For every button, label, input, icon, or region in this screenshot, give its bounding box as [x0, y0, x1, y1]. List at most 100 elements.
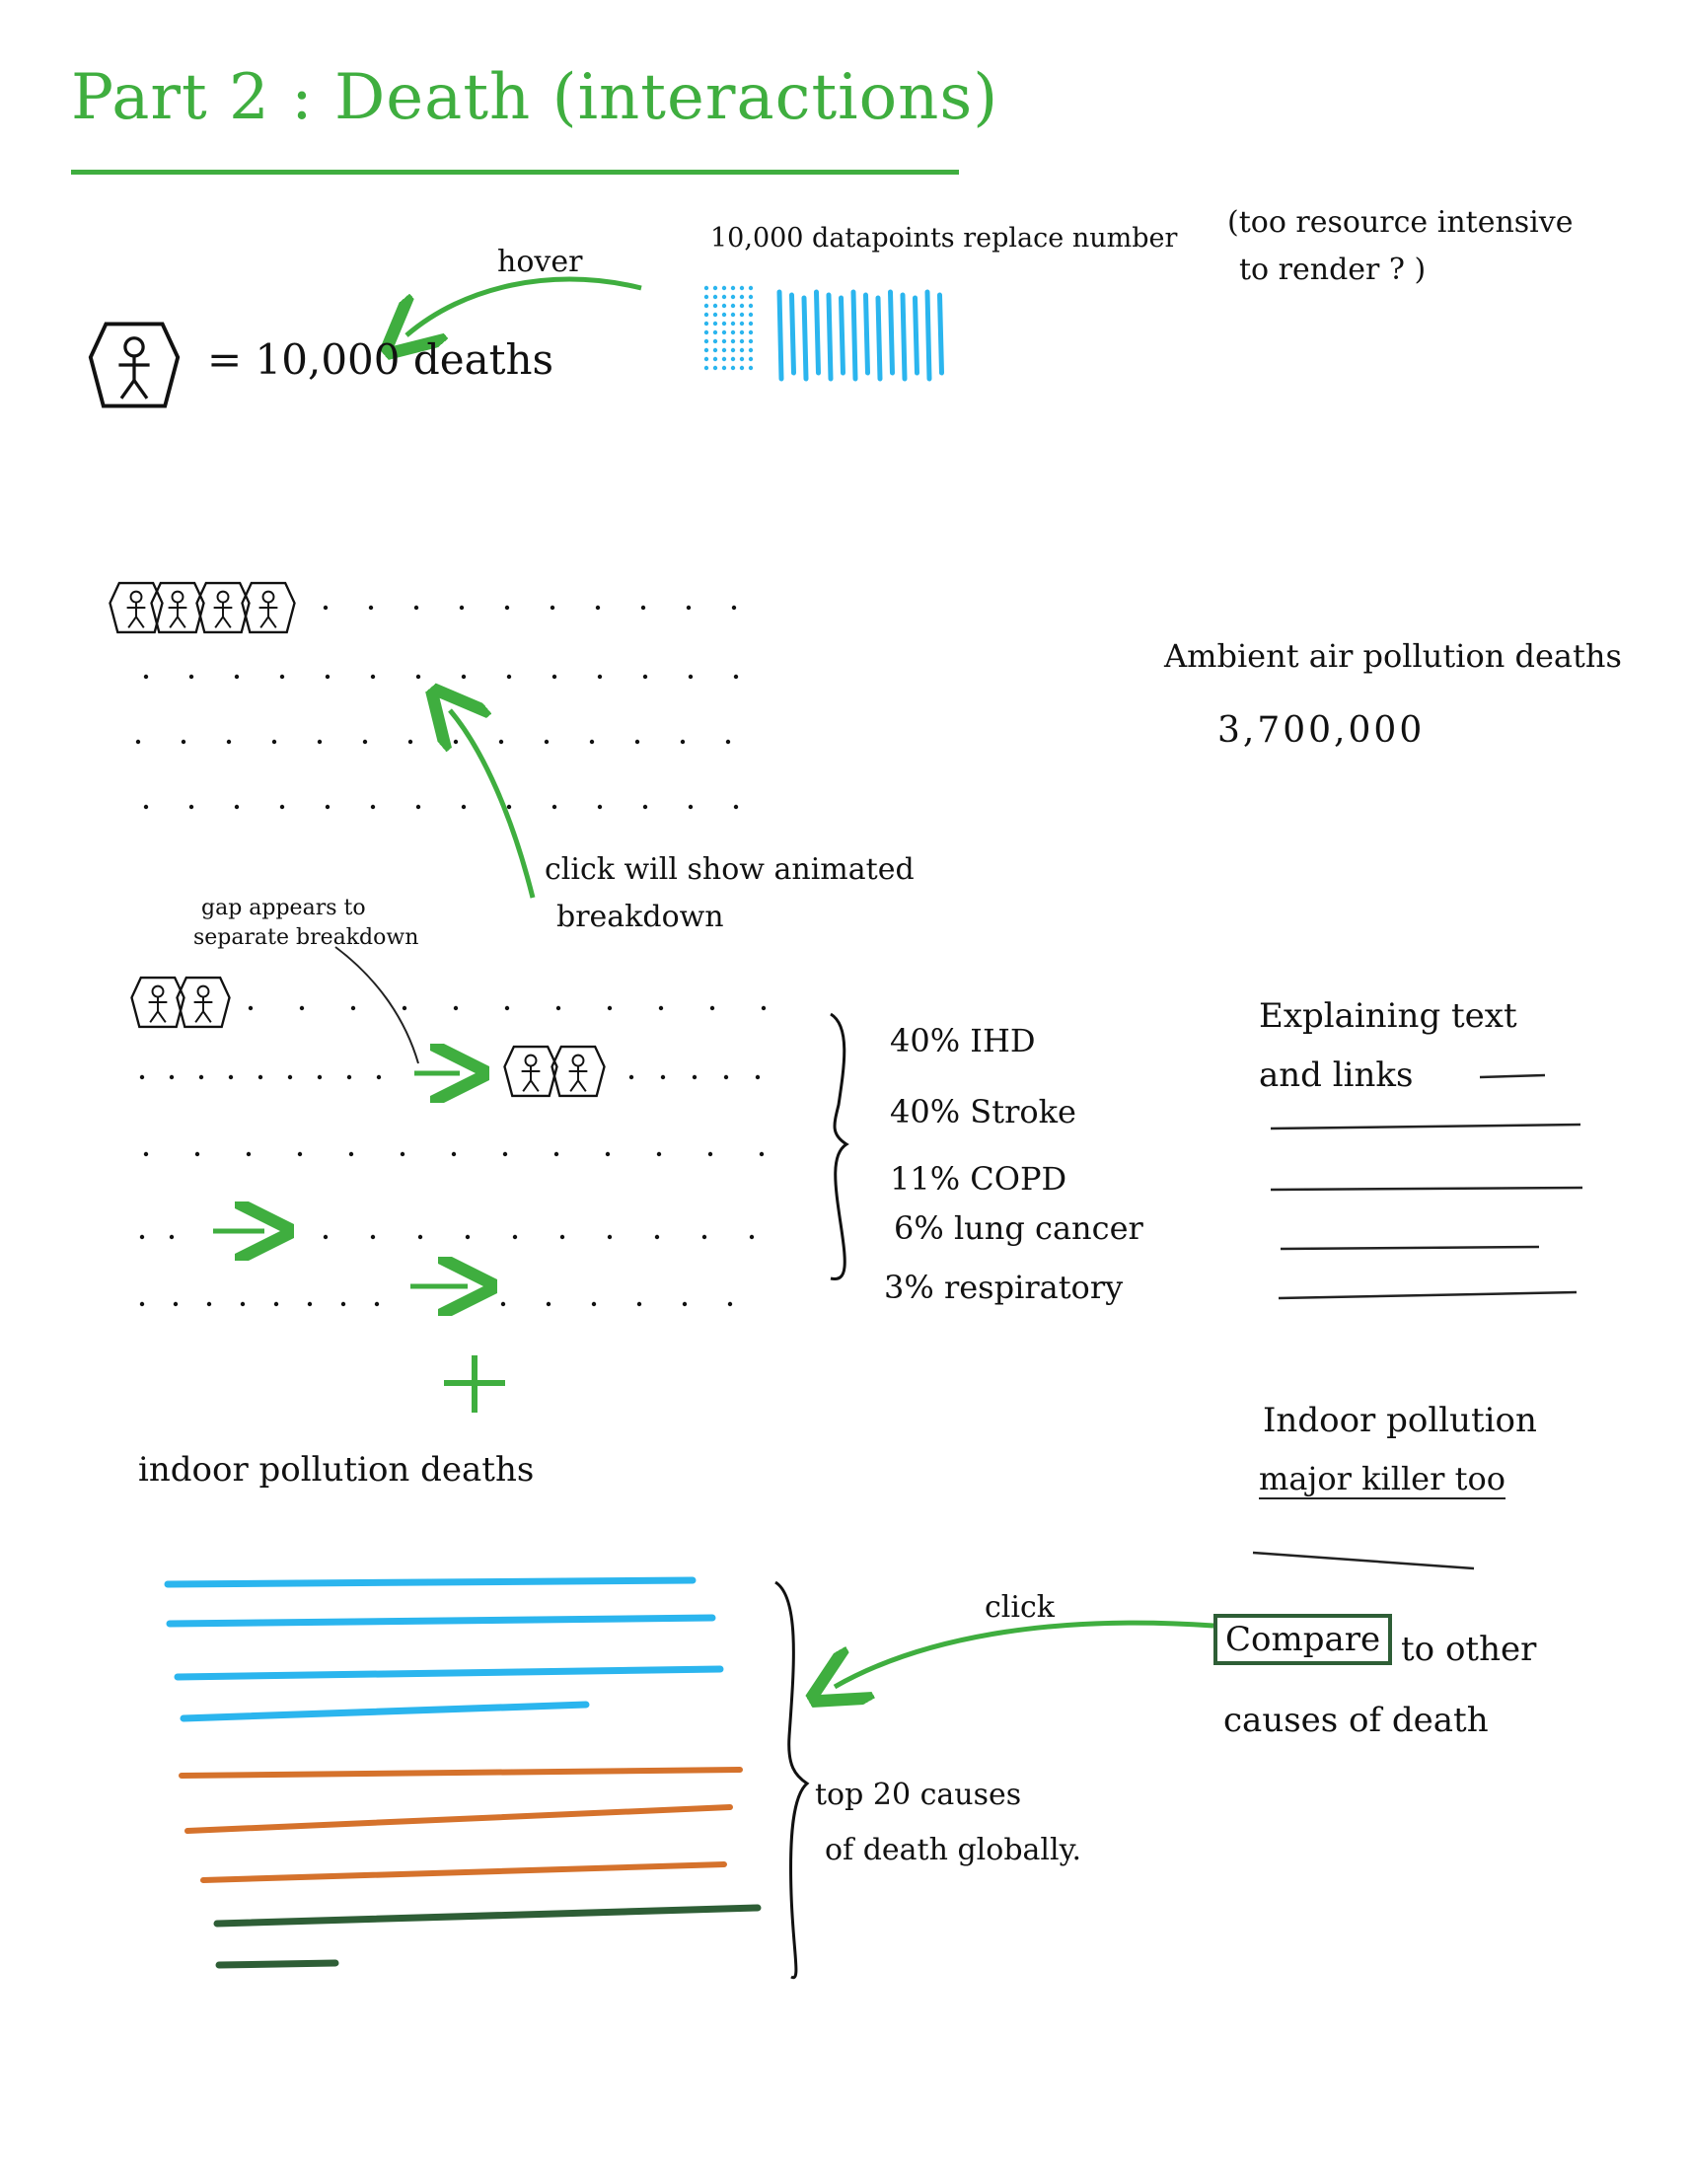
datapoint-dot	[739, 338, 745, 344]
death-dot	[544, 739, 550, 745]
death-dot	[346, 1074, 352, 1080]
death-dot	[634, 739, 640, 745]
datapoint-stroke	[863, 292, 870, 376]
datapoint-dot	[703, 312, 709, 318]
coffin-person-icon	[551, 1045, 606, 1098]
gap-note-line2: separate breakdown	[193, 925, 419, 950]
breakdown-item-lung-cancer: 6% lung cancer	[894, 1209, 1143, 1247]
death-dot	[656, 1151, 662, 1157]
datapoint-dot	[721, 365, 727, 371]
datapoint-dot	[730, 347, 736, 353]
datapoint-dot	[748, 329, 754, 335]
death-dot	[248, 1005, 254, 1011]
death-dot	[628, 1074, 634, 1080]
death-dot	[660, 1074, 666, 1080]
breakdown-dot-grid	[130, 976, 767, 1307]
death-dot	[234, 674, 240, 680]
datapoint-dot	[703, 303, 709, 309]
datapoint-dot	[748, 356, 754, 362]
datapoint-dot	[739, 285, 745, 291]
death-dot	[597, 804, 603, 810]
death-dot	[348, 1151, 354, 1157]
death-dot	[709, 1005, 715, 1011]
coffin-person-icon	[195, 581, 251, 634]
death-dot	[642, 674, 648, 680]
datapoint-dot	[721, 347, 727, 353]
bars-note-line1: top 20 causes	[815, 1778, 1022, 1812]
plus-icon	[444, 1355, 505, 1413]
datapoint-dot	[748, 321, 754, 327]
death-dot	[701, 1234, 707, 1240]
death-dot	[688, 674, 694, 680]
death-dot	[135, 739, 141, 745]
datapoint-dot	[712, 338, 718, 344]
datapoint-dot	[748, 365, 754, 371]
datapoint-dot	[712, 365, 718, 371]
gap-arrow-icon	[213, 1073, 468, 1286]
datapoint-dot	[739, 321, 745, 327]
datapoint-dot	[712, 294, 718, 300]
datapoint-dot	[703, 285, 709, 291]
compare-button[interactable]: Compare	[1213, 1614, 1393, 1665]
datapoint-dot	[721, 338, 727, 344]
death-dot	[323, 1234, 329, 1240]
death-dot	[607, 1234, 613, 1240]
datapoint-dot	[703, 321, 709, 327]
explainer-link-lines	[1252, 1073, 1583, 1570]
ambient-value: 3,700,000	[1217, 710, 1426, 751]
death-dot	[658, 1005, 664, 1011]
datapoint-dot	[739, 294, 745, 300]
death-dot	[555, 1005, 561, 1011]
datapoint-dot	[721, 285, 727, 291]
death-dot	[707, 1151, 713, 1157]
death-dot	[642, 804, 648, 810]
resource-note-line2: to render ? )	[1239, 253, 1427, 287]
death-dot	[307, 1301, 313, 1307]
datapoint-dot	[730, 365, 736, 371]
datapoint-dot	[739, 303, 745, 309]
datapoint-dot	[730, 321, 736, 327]
death-dot	[680, 739, 686, 745]
datapoint-stroke	[900, 292, 908, 382]
death-dot	[169, 1234, 175, 1240]
death-dot	[299, 1005, 305, 1011]
gap-pointer-line	[334, 946, 419, 1064]
death-dot	[370, 1234, 376, 1240]
death-dot	[723, 1074, 729, 1080]
coffin-person-icon	[109, 581, 164, 634]
death-dot	[451, 1151, 457, 1157]
datapoint-dot	[748, 312, 754, 318]
death-dot	[506, 804, 512, 810]
death-dot	[727, 1301, 733, 1307]
death-dot	[169, 1074, 175, 1080]
datapoint-dot	[730, 356, 736, 362]
datapoint-stroke	[924, 289, 932, 382]
top20-bars	[164, 1576, 762, 1969]
death-dot	[297, 1151, 303, 1157]
breakdown-item-respiratory: 3% respiratory	[884, 1269, 1124, 1306]
death-dot	[340, 1301, 346, 1307]
datapoint-dot	[712, 312, 718, 318]
death-dot	[139, 1301, 145, 1307]
datapoint-dot	[703, 365, 709, 371]
compare-text-line1: to other	[1401, 1630, 1537, 1669]
death-dot	[733, 804, 739, 810]
death-dot	[317, 1074, 323, 1080]
title-underline	[71, 170, 959, 175]
compare-arrow-icon	[835, 1620, 1214, 1687]
datapoint-dot	[730, 303, 736, 309]
indoor-note-line2: major killer too	[1259, 1460, 1505, 1499]
death-dot	[731, 605, 737, 611]
breakdown-item-copd: 11% COPD	[890, 1160, 1067, 1198]
death-dot	[194, 1151, 200, 1157]
datapoint-dot	[721, 294, 727, 300]
death-dot	[733, 674, 739, 680]
death-dot	[271, 739, 277, 745]
datapoint-dot	[730, 312, 736, 318]
click-note-line1: click will show animated	[545, 852, 915, 887]
death-dot	[370, 674, 376, 680]
death-dot	[749, 1234, 755, 1240]
compare-text-line2: causes of death	[1223, 1701, 1489, 1740]
death-dot	[461, 804, 467, 810]
